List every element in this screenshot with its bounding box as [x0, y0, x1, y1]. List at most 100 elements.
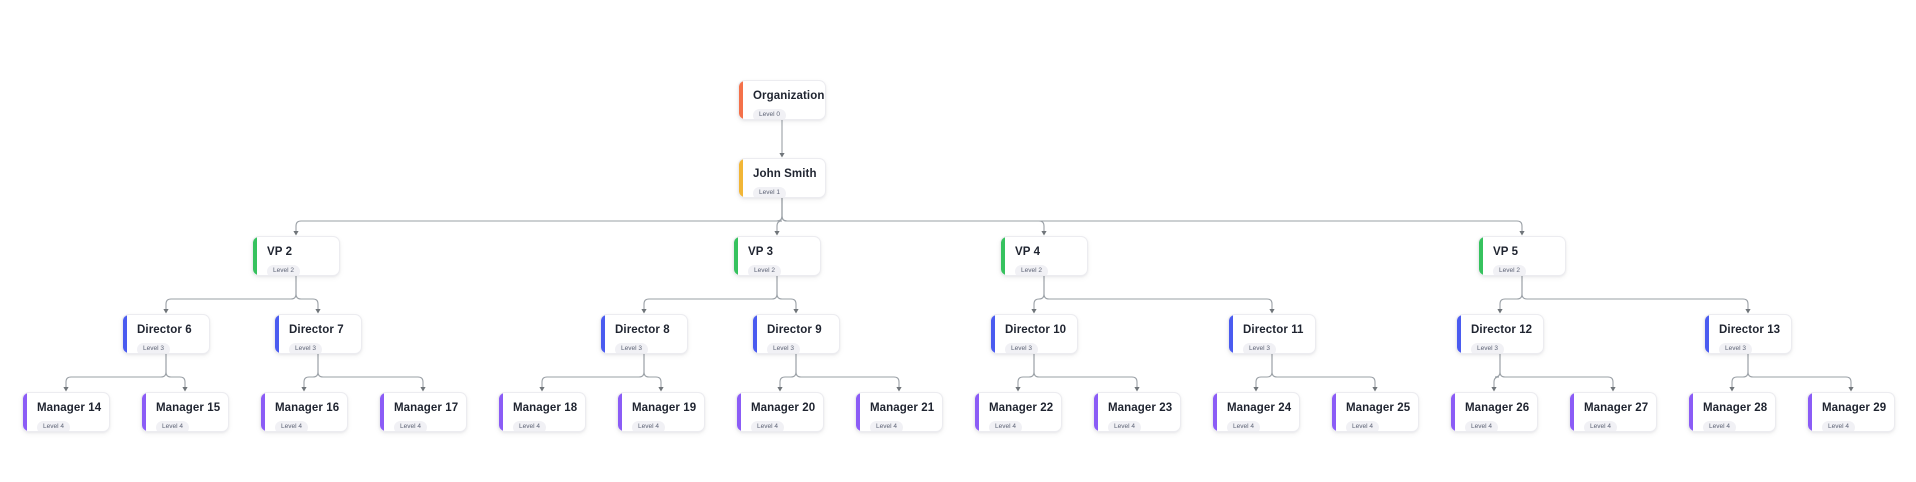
node-accent-bar	[1570, 393, 1574, 431]
node-title: Manager 28	[1703, 402, 1768, 414]
node-title: Manager 26	[1465, 402, 1530, 414]
node-title: Director 7	[289, 324, 344, 336]
node-accent-bar	[734, 237, 738, 275]
node-accent-bar	[23, 393, 27, 431]
org-node[interactable]: Manager 18 Level 4	[498, 392, 586, 432]
node-accent-bar	[1705, 315, 1709, 353]
node-level-badge: Level 0	[753, 109, 786, 119]
node-title: Director 13	[1719, 324, 1781, 336]
node-accent-bar	[1213, 393, 1217, 431]
org-node[interactable]: Manager 29 Level 4	[1807, 392, 1895, 432]
node-level-badge: Level 4	[1108, 421, 1141, 431]
node-title: Director 8	[615, 324, 670, 336]
node-title: Manager 24	[1227, 402, 1292, 414]
node-level-badge: Level 3	[289, 343, 322, 353]
node-accent-bar	[739, 159, 743, 197]
node-title: VP 5	[1493, 246, 1519, 258]
node-level-badge: Level 4	[870, 421, 903, 431]
node-title: Manager 14	[37, 402, 102, 414]
node-title: Manager 15	[156, 402, 221, 414]
node-level-badge: Level 3	[767, 343, 800, 353]
org-node[interactable]: Director 7 Level 3	[274, 314, 362, 354]
org-node[interactable]: Manager 25 Level 4	[1331, 392, 1419, 432]
node-level-badge: Level 4	[1346, 421, 1379, 431]
org-node[interactable]: Manager 27 Level 4	[1569, 392, 1657, 432]
node-accent-bar	[261, 393, 265, 431]
node-accent-bar	[975, 393, 979, 431]
node-accent-bar	[1451, 393, 1455, 431]
node-level-badge: Level 4	[751, 421, 784, 431]
org-node[interactable]: VP 3 Level 2	[733, 236, 821, 276]
node-level-badge: Level 1	[753, 187, 786, 197]
org-node[interactable]: Manager 24 Level 4	[1212, 392, 1300, 432]
node-level-badge: Level 4	[632, 421, 665, 431]
node-title: Manager 20	[751, 402, 816, 414]
node-accent-bar	[737, 393, 741, 431]
org-node[interactable]: Manager 14 Level 4	[22, 392, 110, 432]
node-level-badge: Level 4	[1822, 421, 1855, 431]
node-title: Manager 25	[1346, 402, 1411, 414]
node-level-badge: Level 4	[989, 421, 1022, 431]
node-level-badge: Level 4	[513, 421, 546, 431]
org-node[interactable]: Manager 20 Level 4	[736, 392, 824, 432]
node-title: Manager 16	[275, 402, 340, 414]
node-level-badge: Level 4	[1227, 421, 1260, 431]
node-accent-bar	[739, 81, 743, 119]
node-level-badge: Level 2	[1015, 265, 1048, 275]
node-accent-bar	[753, 315, 757, 353]
node-accent-bar	[1229, 315, 1233, 353]
node-title: VP 3	[748, 246, 774, 258]
node-title: Director 9	[767, 324, 822, 336]
node-accent-bar	[275, 315, 279, 353]
org-node[interactable]: Director 6 Level 3	[122, 314, 210, 354]
node-level-badge: Level 3	[1719, 343, 1752, 353]
node-title: Director 11	[1243, 324, 1304, 336]
node-level-badge: Level 4	[156, 421, 189, 431]
node-level-badge: Level 2	[267, 265, 300, 275]
org-node[interactable]: Director 9 Level 3	[752, 314, 840, 354]
node-accent-bar	[1332, 393, 1336, 431]
org-node[interactable]: Manager 15 Level 4	[141, 392, 229, 432]
org-node[interactable]: Director 13 Level 3	[1704, 314, 1792, 354]
node-level-badge: Level 3	[1243, 343, 1276, 353]
node-title: Manager 18	[513, 402, 578, 414]
node-accent-bar	[1001, 237, 1005, 275]
node-title: Director 6	[137, 324, 192, 336]
node-level-badge: Level 4	[1584, 421, 1617, 431]
node-title: Organization	[753, 90, 825, 102]
node-level-badge: Level 4	[37, 421, 70, 431]
node-accent-bar	[253, 237, 257, 275]
node-level-badge: Level 3	[615, 343, 648, 353]
org-node[interactable]: Director 11 Level 3	[1228, 314, 1316, 354]
node-accent-bar	[1094, 393, 1098, 431]
node-accent-bar	[991, 315, 995, 353]
node-level-badge: Level 3	[137, 343, 170, 353]
node-accent-bar	[142, 393, 146, 431]
org-node[interactable]: Manager 22 Level 4	[974, 392, 1062, 432]
node-level-badge: Level 2	[748, 265, 781, 275]
node-accent-bar	[380, 393, 384, 431]
node-level-badge: Level 3	[1471, 343, 1504, 353]
node-level-badge: Level 4	[1465, 421, 1498, 431]
node-title: Manager 29	[1822, 402, 1887, 414]
org-node[interactable]: Director 8 Level 3	[600, 314, 688, 354]
node-title: Director 10	[1005, 324, 1067, 336]
node-title: Manager 27	[1584, 402, 1649, 414]
node-title: Manager 22	[989, 402, 1054, 414]
org-node[interactable]: Manager 26 Level 4	[1450, 392, 1538, 432]
